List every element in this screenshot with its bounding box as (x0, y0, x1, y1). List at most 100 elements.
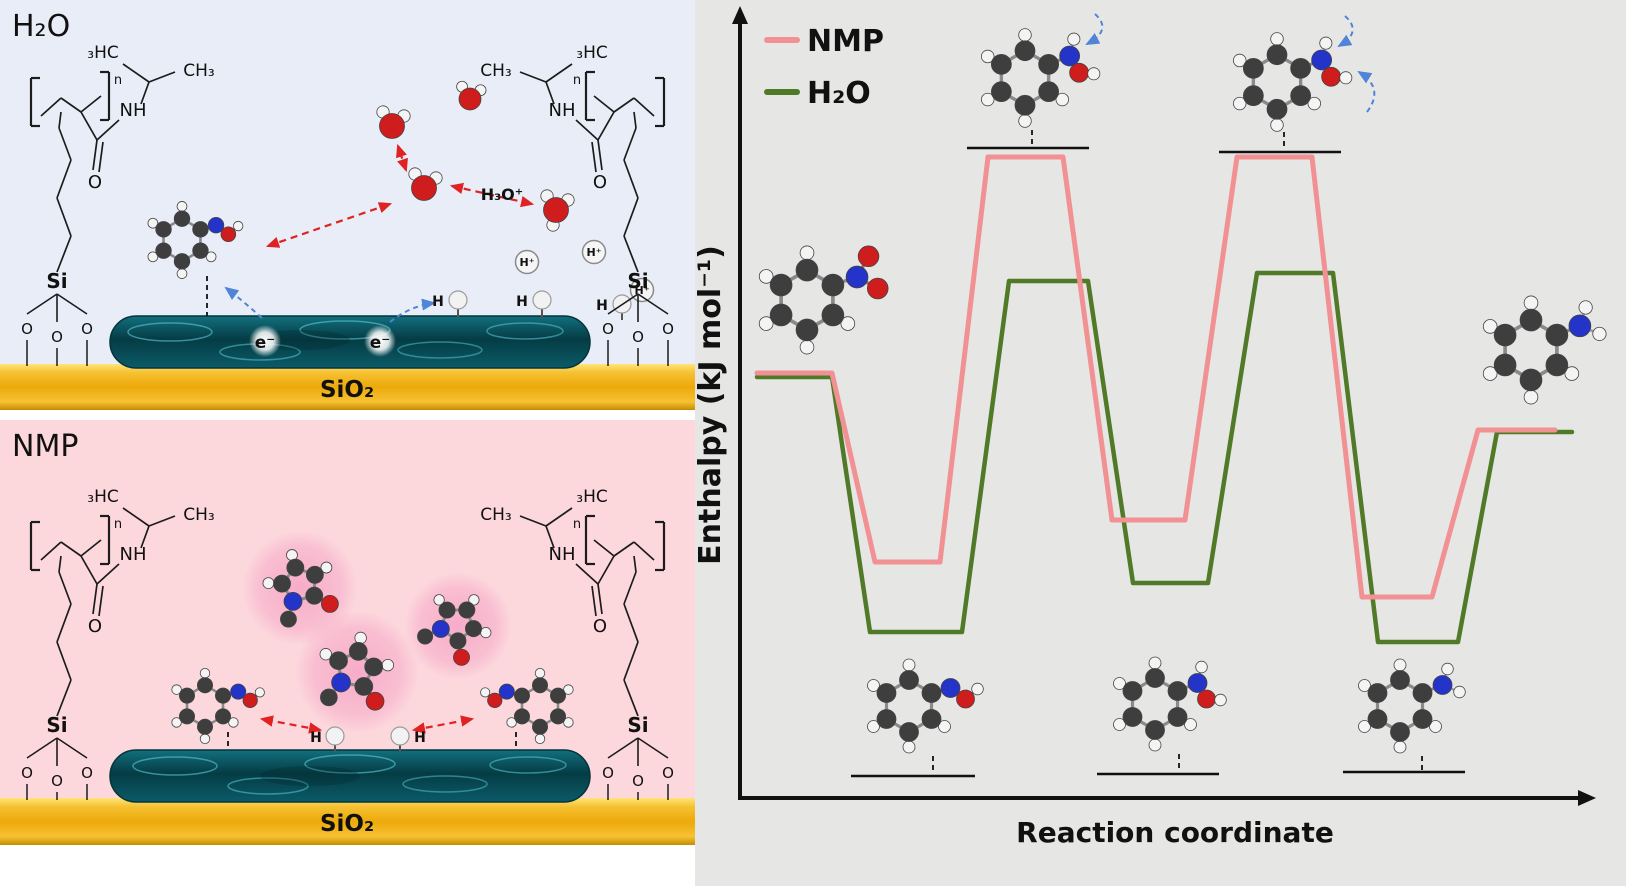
atom (319, 648, 332, 661)
atom (1290, 85, 1312, 107)
atom (199, 667, 211, 679)
axes (732, 6, 1596, 806)
skeletal-bond (58, 571, 72, 605)
siloxane-o-label: O (51, 772, 63, 790)
skeletal-bond (545, 81, 555, 105)
repeat-n-label: n (573, 517, 581, 532)
electron-glow (364, 325, 396, 357)
isopropyl-h3c-label: ₃HC (576, 487, 607, 507)
skeletal-bond (593, 539, 615, 557)
solvation-glow (295, 610, 419, 734)
proton-label: H⁺ (519, 256, 534, 269)
h-atom (532, 290, 552, 310)
atom (1412, 683, 1433, 703)
isopropyl-ch3-label: CH₃ (480, 505, 511, 525)
h-shift-arrow (1337, 15, 1354, 48)
atom (1122, 681, 1143, 701)
atom (305, 586, 324, 605)
layer-highlight (402, 775, 488, 793)
atom (1059, 45, 1081, 67)
atom (1148, 656, 1162, 670)
skeletal-bond (623, 571, 637, 605)
atom (348, 642, 368, 661)
skeletal-bond (58, 555, 62, 573)
proton-circle (581, 239, 607, 265)
energy-molecules (758, 28, 1607, 754)
y-axis-arrowhead (732, 6, 748, 24)
repeat-n-label: n (114, 517, 122, 532)
atom (242, 692, 258, 708)
legend-label-nmp: NMP (807, 24, 884, 59)
atom (1578, 300, 1593, 315)
atom (199, 733, 211, 745)
siloxane-o-label: O (632, 328, 644, 346)
atom (171, 684, 182, 695)
atom (196, 718, 213, 735)
reaction-arrows (259, 715, 475, 734)
skeletal-bond (26, 293, 58, 315)
atom (192, 221, 209, 238)
atom (1184, 718, 1197, 731)
atom (1214, 693, 1227, 707)
electron-label: e⁻ (255, 333, 276, 353)
skeletal-bond (80, 555, 98, 585)
skeletal-bond (40, 97, 62, 117)
skeletal-bond (92, 139, 98, 171)
h-label: H (596, 298, 608, 314)
electron-transfer-arrow (224, 286, 263, 319)
skeletal-bond (80, 111, 98, 141)
surface-marks (851, 130, 1465, 778)
atom (438, 601, 456, 619)
atom (354, 677, 374, 696)
si-label: Si (627, 713, 648, 737)
skeletal-bond (591, 585, 597, 617)
atom (1055, 92, 1069, 107)
sio2-label: SiO₂ (320, 811, 374, 837)
carbonyl-o-label: O (88, 172, 102, 193)
atom (1113, 677, 1126, 690)
layer-highlight (132, 756, 218, 776)
atom (799, 245, 815, 261)
atom (1311, 49, 1333, 71)
isopropyl-h3c-label: ₃HC (87, 487, 118, 507)
x-axis-label: Reaction coordinate (1016, 816, 1334, 849)
atom (381, 658, 395, 672)
atom (867, 720, 880, 733)
siloxane-o-label: O (602, 320, 614, 338)
skeletal-bond (623, 603, 639, 643)
atom (379, 113, 405, 139)
atom (769, 273, 793, 297)
atom (1568, 314, 1592, 338)
water-molecule (456, 80, 487, 111)
proton-shuttle-arrow (411, 715, 475, 734)
panel-h2o-scheme: e⁻ e⁻ SiO₂ H₂O H⁺ H⁺ H⁺ (0, 0, 695, 410)
h-shift-arrow (1357, 70, 1376, 113)
atom (840, 316, 856, 331)
skeletal-bond (60, 541, 82, 557)
atom (465, 620, 482, 638)
atom (365, 691, 385, 711)
atom (1270, 32, 1284, 46)
siloxane-o-label: O (602, 764, 614, 782)
skeletal-bond (140, 81, 150, 105)
atom (1367, 683, 1388, 703)
atom (821, 303, 845, 327)
skeletal-bond (26, 737, 58, 759)
molecule-aniline (1482, 295, 1607, 405)
atom (1067, 32, 1081, 46)
electron-glow (249, 325, 281, 357)
atom (468, 594, 480, 606)
skeletal-bond (593, 95, 615, 113)
siloxane-o-label: O (632, 772, 644, 790)
atom (431, 619, 450, 638)
skeletal-bond (96, 119, 120, 141)
nh-label: NH (120, 544, 147, 565)
h-shift-arrow (1085, 13, 1104, 45)
layer-highlight (227, 777, 309, 795)
atom (857, 245, 880, 268)
atom (1270, 118, 1284, 132)
atom (845, 265, 869, 289)
atom (453, 648, 470, 666)
